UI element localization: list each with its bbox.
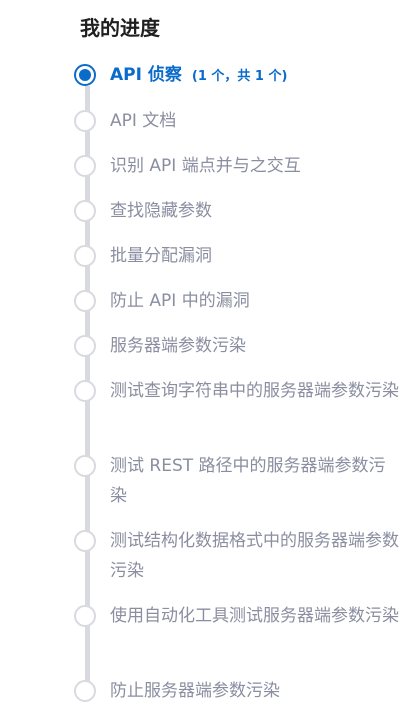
step-node-icon [74, 380, 96, 402]
step-label: 识别 API 端点并与之交互 [110, 156, 301, 176]
step-label: API 侦察(1 个，共 1 个) [110, 65, 288, 85]
step-label: 测试查询字符串中的服务器端参数污染 [110, 381, 399, 401]
step-label: 防止服务器端参数污染 [110, 681, 280, 701]
step-label: 使用自动化工具测试服务器端参数污染 [110, 606, 399, 626]
progress-title: 我的进度 [80, 16, 160, 40]
step-count: (1 个，共 1 个) [191, 69, 288, 84]
step-node-icon [74, 605, 96, 627]
step-node-icon [74, 530, 96, 552]
step-node-icon [74, 200, 96, 222]
step-active-node-icon [74, 64, 96, 86]
step-node-icon [74, 245, 96, 267]
step-label: API 文档 [110, 111, 177, 131]
step-label: 测试结构化数据格式中的服务器端参数污染 [110, 531, 399, 581]
step-label: 批量分配漏洞 [110, 246, 212, 266]
step-label: 查找隐藏参数 [110, 201, 212, 221]
step-label: 防止 API 中的漏洞 [110, 291, 250, 311]
step-node-icon [74, 290, 96, 312]
step-node-icon [74, 335, 96, 357]
step-node-icon [74, 155, 96, 177]
step-label: 测试 REST 路径中的服务器端参数污染 [110, 456, 386, 506]
step-node-icon [74, 680, 96, 702]
step-node-icon [74, 455, 96, 477]
step-node-icon [74, 110, 96, 132]
step-label: 服务器端参数污染 [110, 336, 246, 356]
